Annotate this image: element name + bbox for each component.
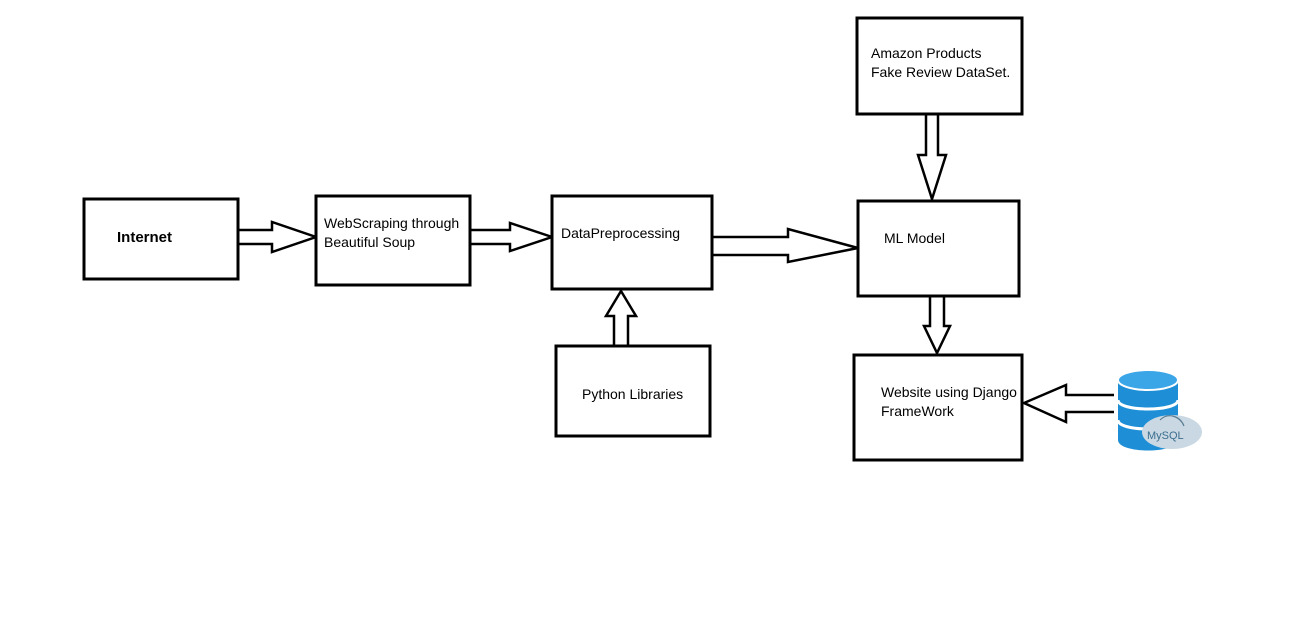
arrow-mysql-to-website — [1020, 383, 1119, 424]
arrow-webscraping-to-preprocessing — [466, 221, 556, 253]
node-dataset: Amazon Products Fake Review DataSet. — [855, 16, 1024, 116]
arrow-preprocessing-to-mlmodel — [710, 227, 859, 264]
node-webscraping: WebScraping through Beautiful Soup — [314, 194, 472, 287]
node-preprocessing: DataPreprocessing — [550, 194, 714, 291]
database-label: MySQL — [1147, 430, 1184, 442]
node-ml-model-label: ML Model — [884, 230, 945, 246]
node-website: Website using Django FrameWork — [852, 353, 1024, 462]
node-website-line2: FrameWork — [881, 403, 955, 419]
arrow-dataset-to-mlmodel — [916, 111, 948, 204]
arrow-internet-to-webscraping — [236, 220, 320, 254]
node-preprocessing-label: DataPreprocessing — [561, 225, 680, 241]
node-webscraping-line2: Beautiful Soup — [324, 234, 415, 250]
node-dataset-line2: Fake Review DataSet. — [871, 64, 1010, 80]
node-internet: Internet — [82, 197, 240, 281]
database-icon: MySQL — [1114, 364, 1208, 458]
arrow-pythonlibs-to-preprocessing — [603, 288, 639, 348]
node-webscraping-line1: WebScraping through — [324, 215, 459, 231]
node-website-line1: Website using Django — [881, 384, 1017, 400]
node-ml-model: ML Model — [856, 199, 1021, 298]
node-dataset-line1: Amazon Products — [871, 45, 982, 61]
node-internet-label: Internet — [117, 229, 172, 246]
node-python-libraries-label: Python Libraries — [582, 386, 683, 402]
arrow-mlmodel-to-website — [922, 294, 952, 356]
node-python-libraries: Python Libraries — [554, 344, 712, 438]
